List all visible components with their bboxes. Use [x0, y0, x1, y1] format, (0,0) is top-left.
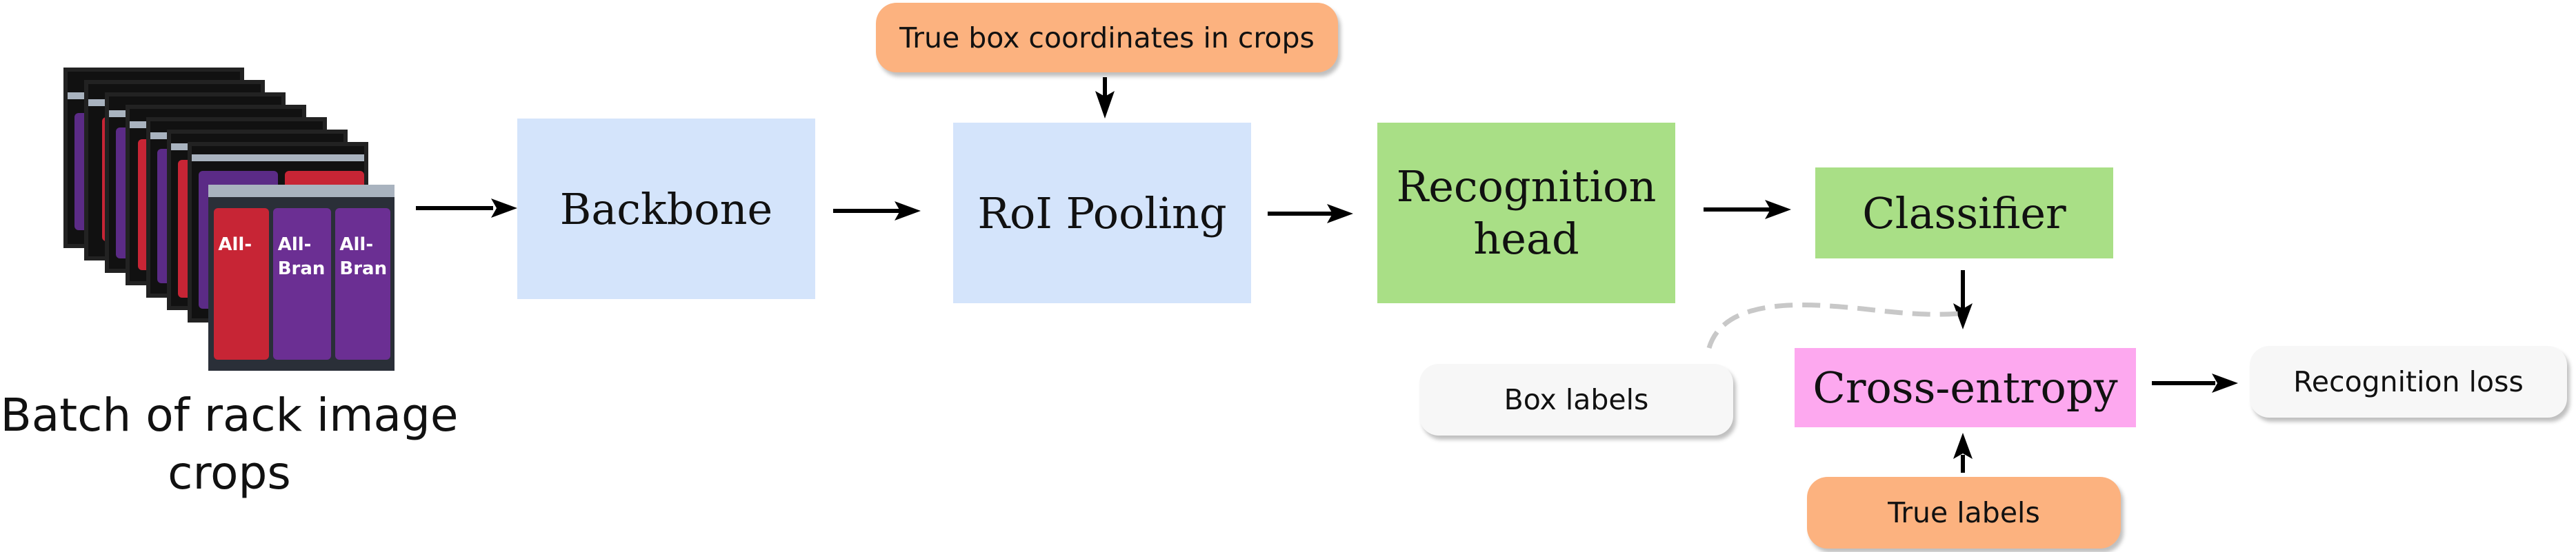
thumb-label-c2: Bran	[339, 258, 388, 279]
arrowhead-6	[1953, 303, 1973, 329]
cross-entropy-block: Cross-entropy	[1795, 348, 2136, 427]
thumb-label-b2: Bran	[277, 258, 326, 279]
thumb-label-b1: All-	[277, 234, 312, 255]
classifier-block: Classifier	[1815, 167, 2113, 258]
arrowhead-3	[1327, 204, 1353, 223]
arrowhead-4	[1765, 200, 1791, 219]
arrowhead-8	[2212, 374, 2238, 393]
arrowhead-2	[895, 201, 921, 221]
recognition-head-block: Recognition head	[1377, 123, 1675, 303]
arrowhead-1	[491, 198, 517, 218]
image-crop-stack: All- All- Bran All- Bran	[63, 68, 395, 374]
image-crop-front: All- All- Bran All- Bran	[208, 185, 395, 371]
arrowhead-5	[1095, 91, 1115, 119]
box-labels-input: Box labels	[1419, 364, 1733, 436]
dashed-box-labels-to-ce	[1706, 303, 1959, 349]
true-labels-input: True labels	[1807, 477, 2121, 549]
true-box-coordinates-input: True box coordinates in crops	[876, 3, 1338, 72]
thumb-label-c1: All-	[339, 234, 374, 255]
recognition-loss-output: Recognition loss	[2250, 346, 2567, 418]
roi-pooling-block: RoI Pooling	[953, 123, 1251, 303]
backbone-block: Backbone	[517, 119, 815, 299]
arrowhead-7	[1953, 433, 1973, 459]
thumb-label-a1: All-	[218, 234, 252, 255]
input-caption: Batch of rack image crops	[0, 389, 459, 500]
